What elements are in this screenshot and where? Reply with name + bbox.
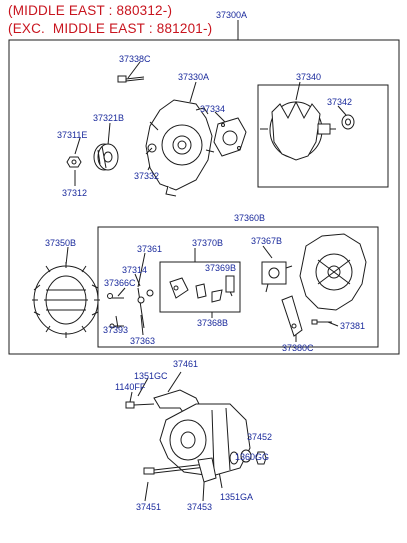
support-bracket-37453 (197, 457, 217, 483)
part-label-37350B: 37350B (45, 238, 77, 248)
part-label-37332: 37332 (134, 171, 160, 181)
rectifier-group-frame (97, 226, 379, 348)
part-label-37380C: 37380C (282, 343, 314, 353)
bearing-retainer-37334 (213, 117, 247, 157)
alternator-assembly-frame (8, 39, 400, 355)
part-label-37321B: 37321B (93, 113, 125, 123)
part-label-37370B: 37370B (192, 238, 224, 248)
part-label-1351GA: 1351GA (220, 492, 254, 502)
part-label-37369B: 37369B (205, 263, 237, 273)
alternator-installed-view (159, 403, 251, 477)
part-label-37338C: 37338C (119, 54, 151, 64)
part-label-1360GG: 1360GG (235, 452, 270, 462)
terminal-bolt-37361 (107, 287, 154, 329)
part-label-1140FF: 1140FF (115, 382, 146, 392)
bolt-37338C (117, 75, 145, 83)
part-label-37381: 37381 (340, 321, 366, 331)
nut-37311E (66, 156, 82, 168)
pulley-37321B (93, 143, 119, 171)
part-label-37340: 37340 (296, 72, 322, 82)
part-label-37342: 37342 (327, 97, 353, 107)
rear-housing-37360B (299, 233, 367, 311)
bolt-1351GC (125, 401, 155, 409)
part-label-37311E: 37311E (57, 130, 88, 140)
rotor-group-frame (257, 84, 389, 188)
part-label-37360B: 37360B (234, 213, 266, 223)
front-housing-37330A (145, 99, 215, 197)
part-label-37461: 37461 (173, 359, 199, 369)
part-label-1351GC: 1351GC (134, 371, 168, 381)
part-label-37300A: 37300A (216, 10, 248, 20)
part-label-37453: 37453 (187, 502, 213, 512)
part-label-37393: 37393 (103, 325, 129, 335)
brush-holder-37367B (261, 261, 293, 293)
regulator-37369B (225, 275, 235, 293)
rectifier-holder-37370B (159, 261, 241, 313)
stator-37350B (32, 262, 100, 338)
part-label-37452: 37452 (247, 432, 273, 442)
adjusting-bolt-37451 (143, 463, 207, 475)
part-label-37361: 37361 (137, 244, 163, 254)
part-label-37363: 37363 (130, 336, 156, 346)
part-label-37366C: 37366C (104, 278, 136, 288)
applicability-note-line-1: (MIDDLE EAST : 880312-) (8, 3, 173, 18)
terminal-insulator-37380C (281, 295, 303, 337)
applicability-note-line-2: (EXC. MIDDLE EAST : 881201-) (8, 21, 213, 36)
part-label-37368B: 37368B (197, 318, 229, 328)
washer-1360GG (229, 449, 267, 465)
spacer-37332 (145, 143, 157, 155)
part-label-37312: 37312 (62, 188, 88, 198)
part-label-37451: 37451 (136, 502, 162, 512)
through-bolt-37381 (311, 319, 332, 325)
part-label-37314: 37314 (122, 265, 148, 275)
rotor-37340 (260, 100, 336, 161)
bearing-37342 (341, 114, 355, 130)
part-label-37334: 37334 (200, 104, 226, 114)
part-label-37330A: 37330A (178, 72, 210, 82)
part-label-37367B: 37367B (251, 236, 283, 246)
